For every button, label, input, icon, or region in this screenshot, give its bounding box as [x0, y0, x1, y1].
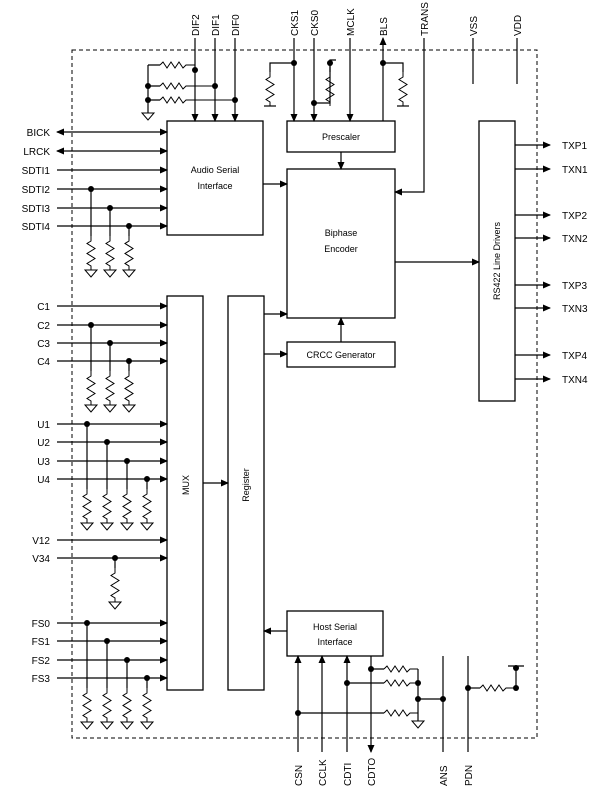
pin-label-txn1: TXN1: [562, 165, 588, 176]
pin-label-trans: TRANS: [420, 2, 431, 36]
register-label: Register: [241, 468, 251, 502]
pin-label-txn3: TXN3: [562, 304, 588, 315]
host-serial-label-2: Interface: [317, 637, 352, 647]
pin-label-c3: C3: [37, 339, 50, 350]
bottom-pin-labels: CSN CCLK CDTI CDTO ANS PDN: [294, 758, 475, 786]
rs422-line-drivers-block: RS422 Line Drivers: [478, 120, 516, 402]
host-serial-interface-block: Host Serial Interface: [286, 610, 384, 657]
crcc-generator-block: CRCC Generator: [286, 341, 396, 368]
right-pin-labels: TXP1 TXN1 TXP2 TXN2 TXP3 TXN3 TXP4 TXN4: [562, 141, 588, 386]
biphase-label-2: Encoder: [324, 244, 358, 254]
pin-label-c4: C4: [37, 357, 50, 368]
pin-label-cks1: CKS1: [290, 9, 301, 36]
audio-serial-label-1: Audio Serial: [191, 165, 240, 175]
pin-label-txn4: TXN4: [562, 375, 588, 386]
pin-label-fs2: FS2: [32, 656, 51, 667]
pin-label-txn2: TXN2: [562, 234, 588, 245]
pin-label-cclk: CCLK: [318, 759, 329, 786]
internal-wiring: [203, 152, 480, 635]
pin-label-cks0: CKS0: [310, 9, 321, 36]
pin-label-cdto: CDTO: [367, 758, 378, 786]
mux-block: MUX: [166, 295, 204, 691]
pin-label-v12: V12: [32, 536, 50, 547]
pin-label-csn: CSN: [294, 765, 305, 786]
audio-serial-label-2: Interface: [197, 181, 232, 191]
pin-label-fs1: FS1: [32, 637, 51, 648]
register-block: Register: [227, 295, 265, 691]
pin-label-bls: BLS: [379, 17, 390, 36]
pin-label-fs0: FS0: [32, 619, 51, 630]
crcc-label: CRCC Generator: [306, 350, 375, 360]
audio-serial-interface-block: Audio Serial Interface: [166, 120, 264, 236]
pin-label-vss: VSS: [469, 16, 480, 36]
pin-label-sdti1: SDTI1: [22, 166, 51, 177]
pin-label-u2: U2: [37, 438, 50, 449]
left-pin-wiring: [56, 128, 168, 730]
host-serial-label-1: Host Serial: [313, 622, 357, 632]
biphase-encoder-block: Biphase Encoder: [286, 168, 396, 319]
pin-label-txp2: TXP2: [562, 211, 587, 222]
pin-label-ans: ANS: [439, 765, 450, 786]
pin-label-u1: U1: [37, 420, 50, 431]
mux-label: MUX: [181, 475, 191, 495]
pin-label-lrck: LRCK: [23, 147, 50, 158]
biphase-label-1: Biphase: [325, 228, 358, 238]
pin-label-v34: V34: [32, 554, 50, 565]
pin-label-txp3: TXP3: [562, 281, 587, 292]
pin-label-pdn: PDN: [464, 765, 475, 786]
pin-label-mclk: MCLK: [346, 8, 357, 36]
pin-label-fs3: FS3: [32, 674, 51, 685]
pin-label-u3: U3: [37, 457, 50, 468]
chip-boundary: [71, 49, 538, 739]
pin-label-dif2: DIF2: [191, 14, 202, 36]
right-pin-wiring: [515, 141, 551, 383]
pin-label-sdti4: SDTI4: [22, 222, 51, 233]
top-pin-labels: DIF2 DIF1 DIF0 CKS1 CKS0 MCLK BLS TRANS …: [191, 2, 524, 36]
pin-label-c1: C1: [37, 302, 50, 313]
prescaler-block: Prescaler: [286, 120, 396, 153]
pin-label-dif0: DIF0: [231, 14, 242, 36]
pin-label-sdti2: SDTI2: [22, 185, 51, 196]
prescaler-label: Prescaler: [322, 132, 360, 142]
pin-label-bick: BICK: [27, 128, 51, 139]
pin-label-u4: U4: [37, 475, 50, 486]
pin-label-sdti3: SDTI3: [22, 204, 51, 215]
pin-label-vdd: VDD: [513, 15, 524, 36]
pin-label-txp4: TXP4: [562, 351, 587, 362]
bottom-pin-wiring: [294, 655, 524, 753]
top-pin-wiring: [141, 37, 518, 196]
pin-label-txp1: TXP1: [562, 141, 587, 152]
rs422-label: RS422 Line Drivers: [492, 221, 502, 300]
pin-label-c2: C2: [37, 321, 50, 332]
left-pin-labels: BICK LRCK SDTI1 SDTI2 SDTI3 SDTI4 C1 C2 …: [22, 128, 51, 685]
pin-label-dif1: DIF1: [211, 14, 222, 36]
pin-label-cdti: CDTI: [343, 763, 354, 786]
